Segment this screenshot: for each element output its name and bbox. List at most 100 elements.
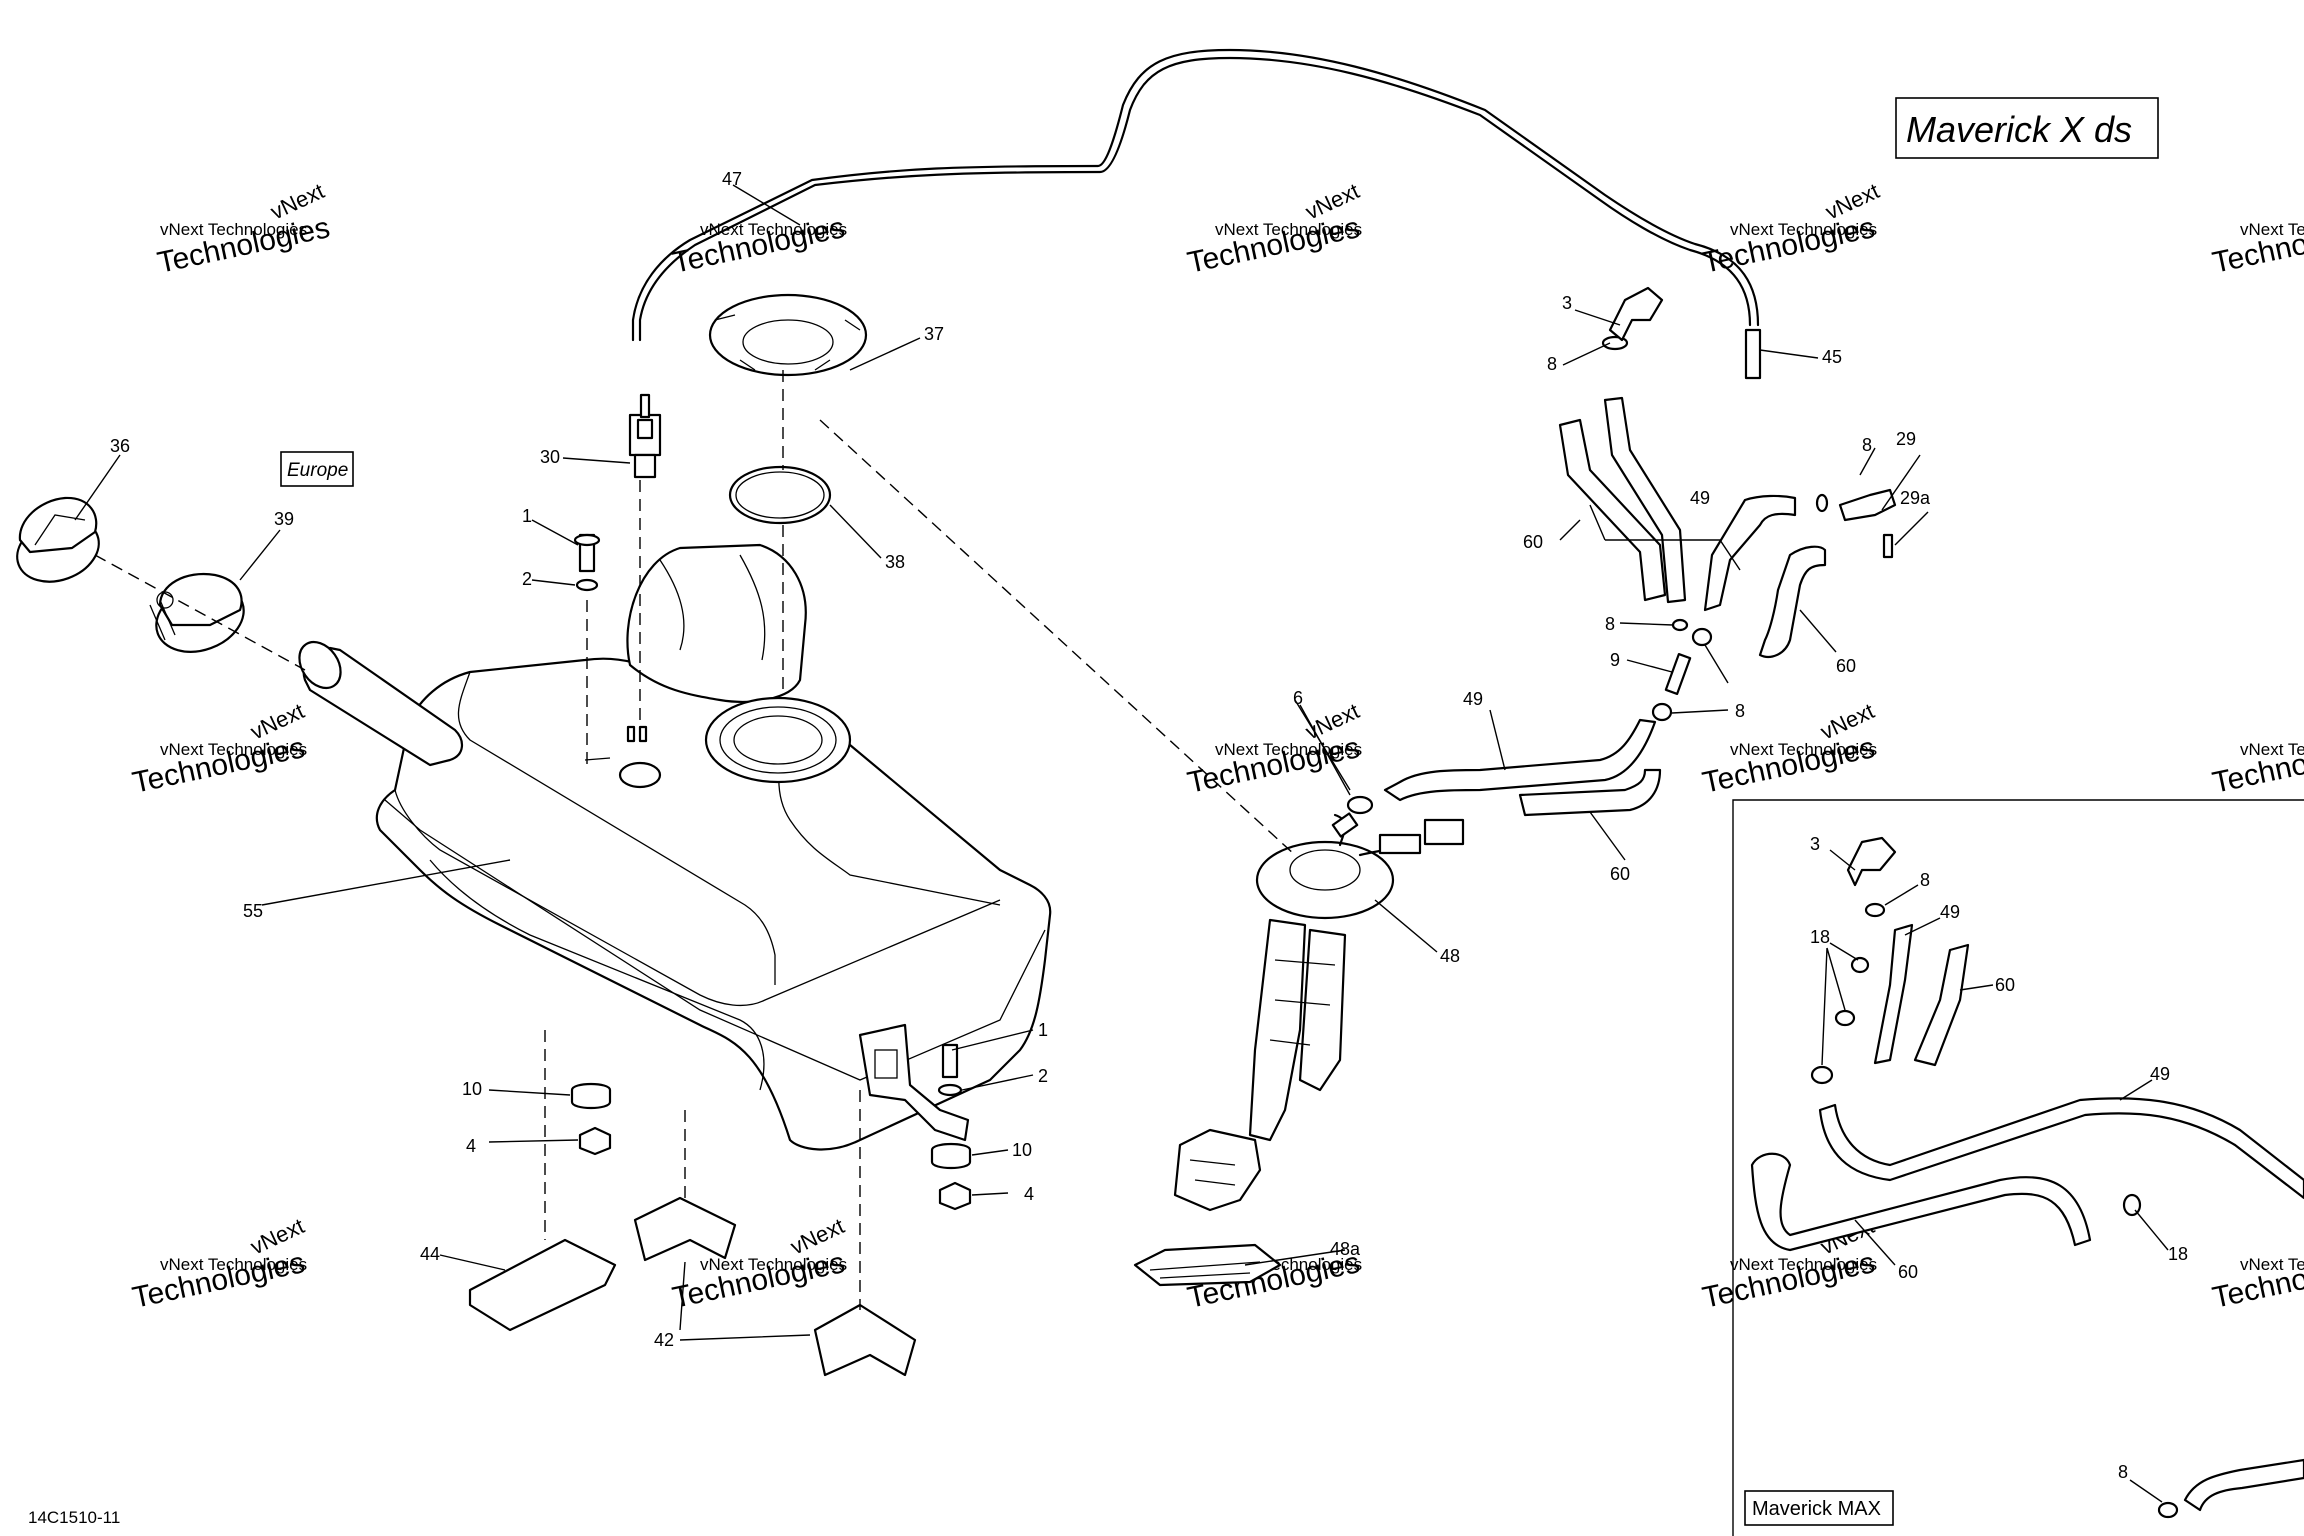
svg-text:vNext Technologies: vNext Technologies: [160, 740, 307, 759]
hose-set: [1346, 286, 1897, 817]
callout-49-lower: 49: [1463, 689, 1483, 709]
screw-1: [941, 1043, 959, 1079]
callout-9: 9: [1610, 650, 1620, 670]
watermark: vNext Technologies Technologies: [2210, 1246, 2304, 1315]
maverick-max-inset: Maverick MAX: [1732, 799, 2304, 1536]
hose-49-lower: [1383, 718, 1657, 802]
fuel-pump: [1173, 812, 1465, 1212]
callout-60-left: 60: [1523, 532, 1543, 552]
pad-44: [468, 1238, 617, 1332]
drawing-number: 14C1510-11: [28, 1508, 120, 1527]
svg-text:vNext Technologies: vNext Technologies: [1730, 220, 1877, 239]
callout-4: 4: [466, 1136, 476, 1156]
gasket-inner: [735, 471, 825, 519]
alignment-lines: [94, 370, 1296, 1310]
callout-8-max-b: 8: [2118, 1462, 2128, 1482]
max-clamp-8: [1864, 902, 1886, 918]
model-title-box: Maverick X ds: [1895, 97, 2159, 159]
callout-2b: 2: [1038, 1066, 1048, 1086]
callout-48a: 48a: [1330, 1239, 1361, 1259]
watermark: vNext Technologies Technologies vNext: [130, 1213, 308, 1315]
callout-8a: 8: [1547, 354, 1557, 374]
watermark: vNext Technologies Technologies vNext: [1185, 178, 1363, 280]
inset-label: Maverick MAX: [1752, 1498, 1881, 1520]
callout-18-max: 18: [1810, 927, 1830, 947]
callout-60-lower: 60: [1610, 864, 1630, 884]
callout-44: 44: [420, 1244, 440, 1264]
max-hose-60-long: [1750, 1152, 2092, 1252]
rollover-valve: [628, 393, 662, 479]
nut-4b: [938, 1181, 972, 1211]
svg-text:vNext Technologies: vNext Technologies: [2240, 220, 2304, 239]
callout-29: 29: [1896, 429, 1916, 449]
screw-top: [573, 533, 601, 573]
watermark: vNext Technologies Technologies vNext: [130, 698, 308, 800]
callout-8-max: 8: [1920, 870, 1930, 890]
rubber-mount-10: [570, 1082, 612, 1110]
max-hose-49-long: [1818, 1097, 2304, 1200]
callout-3-max: 3: [1810, 834, 1820, 854]
hose-60-upper-left: [1558, 418, 1667, 602]
hose-49-mid: [1703, 494, 1797, 612]
max-clamp-18c: [1810, 1065, 1834, 1085]
callout-49-mid: 49: [1690, 488, 1710, 508]
max-hose-49: [1873, 923, 1914, 1065]
callout-45: 45: [1822, 347, 1842, 367]
fuel-tank: [298, 543, 1052, 1151]
pad-42b: [813, 1303, 917, 1377]
washer-2: [937, 1083, 963, 1097]
watermark: vNext Technologies Technologies vNext: [1185, 698, 1363, 800]
max-clamp-18d: [2122, 1193, 2142, 1217]
watermark: vNext Technologies Technologies vNext: [1700, 178, 1883, 280]
max-clamp-18b: [1834, 1009, 1856, 1027]
clamp-8: [1815, 493, 1829, 513]
callout-30: 30: [540, 447, 560, 467]
callout-47: 47: [722, 169, 742, 189]
watermark: vNext Technologies Technologies: [2210, 731, 2304, 800]
svg-text:vNext Technologies: vNext Technologies: [160, 1255, 307, 1274]
nut-4: [578, 1126, 612, 1156]
callout-2: 2: [522, 569, 532, 589]
callout-3: 3: [1562, 293, 1572, 313]
svg-text:vNext Technologies: vNext Technologies: [1215, 740, 1362, 759]
callout-42: 42: [654, 1330, 674, 1350]
svg-text:vNext Technologies: vNext Technologies: [1730, 740, 1877, 759]
max-hose-60: [1913, 943, 1970, 1067]
callout-55: 55: [243, 901, 263, 921]
fuel-cap: [16, 496, 100, 583]
watermark: vNext Technologies Technologies: [2210, 211, 2304, 280]
clamp-6: [1346, 795, 1374, 815]
callout-60-max-long: 60: [1898, 1262, 1918, 1282]
hose-60-lower: [1518, 768, 1662, 817]
strainer: [1133, 1243, 1282, 1287]
svg-text:vNext Technologies: vNext Technologies: [160, 220, 307, 239]
vent-hose: [638, 56, 1752, 342]
europe-label: Europe: [287, 460, 348, 481]
clamp-8: [1671, 618, 1689, 632]
callout-4b: 4: [1024, 1184, 1034, 1204]
callout-8d: 8: [1735, 701, 1745, 721]
fitting-29: [1838, 488, 1897, 522]
svg-text:vNext Technologies: vNext Technologies: [2240, 740, 2304, 759]
max-clamp-8b: [2157, 1501, 2179, 1519]
callout-37: 37: [924, 324, 944, 344]
vent-hose-inner: [631, 48, 1760, 342]
svg-text:vNext Technologies: vNext Technologies: [1215, 220, 1362, 239]
rubber-mount-10b: [930, 1142, 972, 1170]
callout-10: 10: [462, 1079, 482, 1099]
max-clamp-18: [1850, 956, 1870, 974]
max-connector-3: [1846, 836, 1897, 887]
callout-1b: 1: [1038, 1020, 1048, 1040]
lower-hardware: [468, 1043, 972, 1377]
callout-29a: 29a: [1900, 488, 1931, 508]
check-valve: [1744, 328, 1762, 380]
callout-18-max-b: 18: [2168, 1244, 2188, 1264]
callout-36: 36: [110, 436, 130, 456]
callout-48: 48: [1440, 946, 1460, 966]
callout-49-max-long: 49: [2150, 1064, 2170, 1084]
callout-labels: 47 37 30 1 2 38 36 39 55 1 2 10 4 10 4 4…: [110, 169, 2188, 1482]
callout-60-right: 60: [1836, 656, 1856, 676]
watermark: vNext Technologies Technologies vNext: [1700, 698, 1878, 800]
hose-49-upper: [1603, 396, 1687, 604]
callout-6: 6: [1293, 688, 1303, 708]
